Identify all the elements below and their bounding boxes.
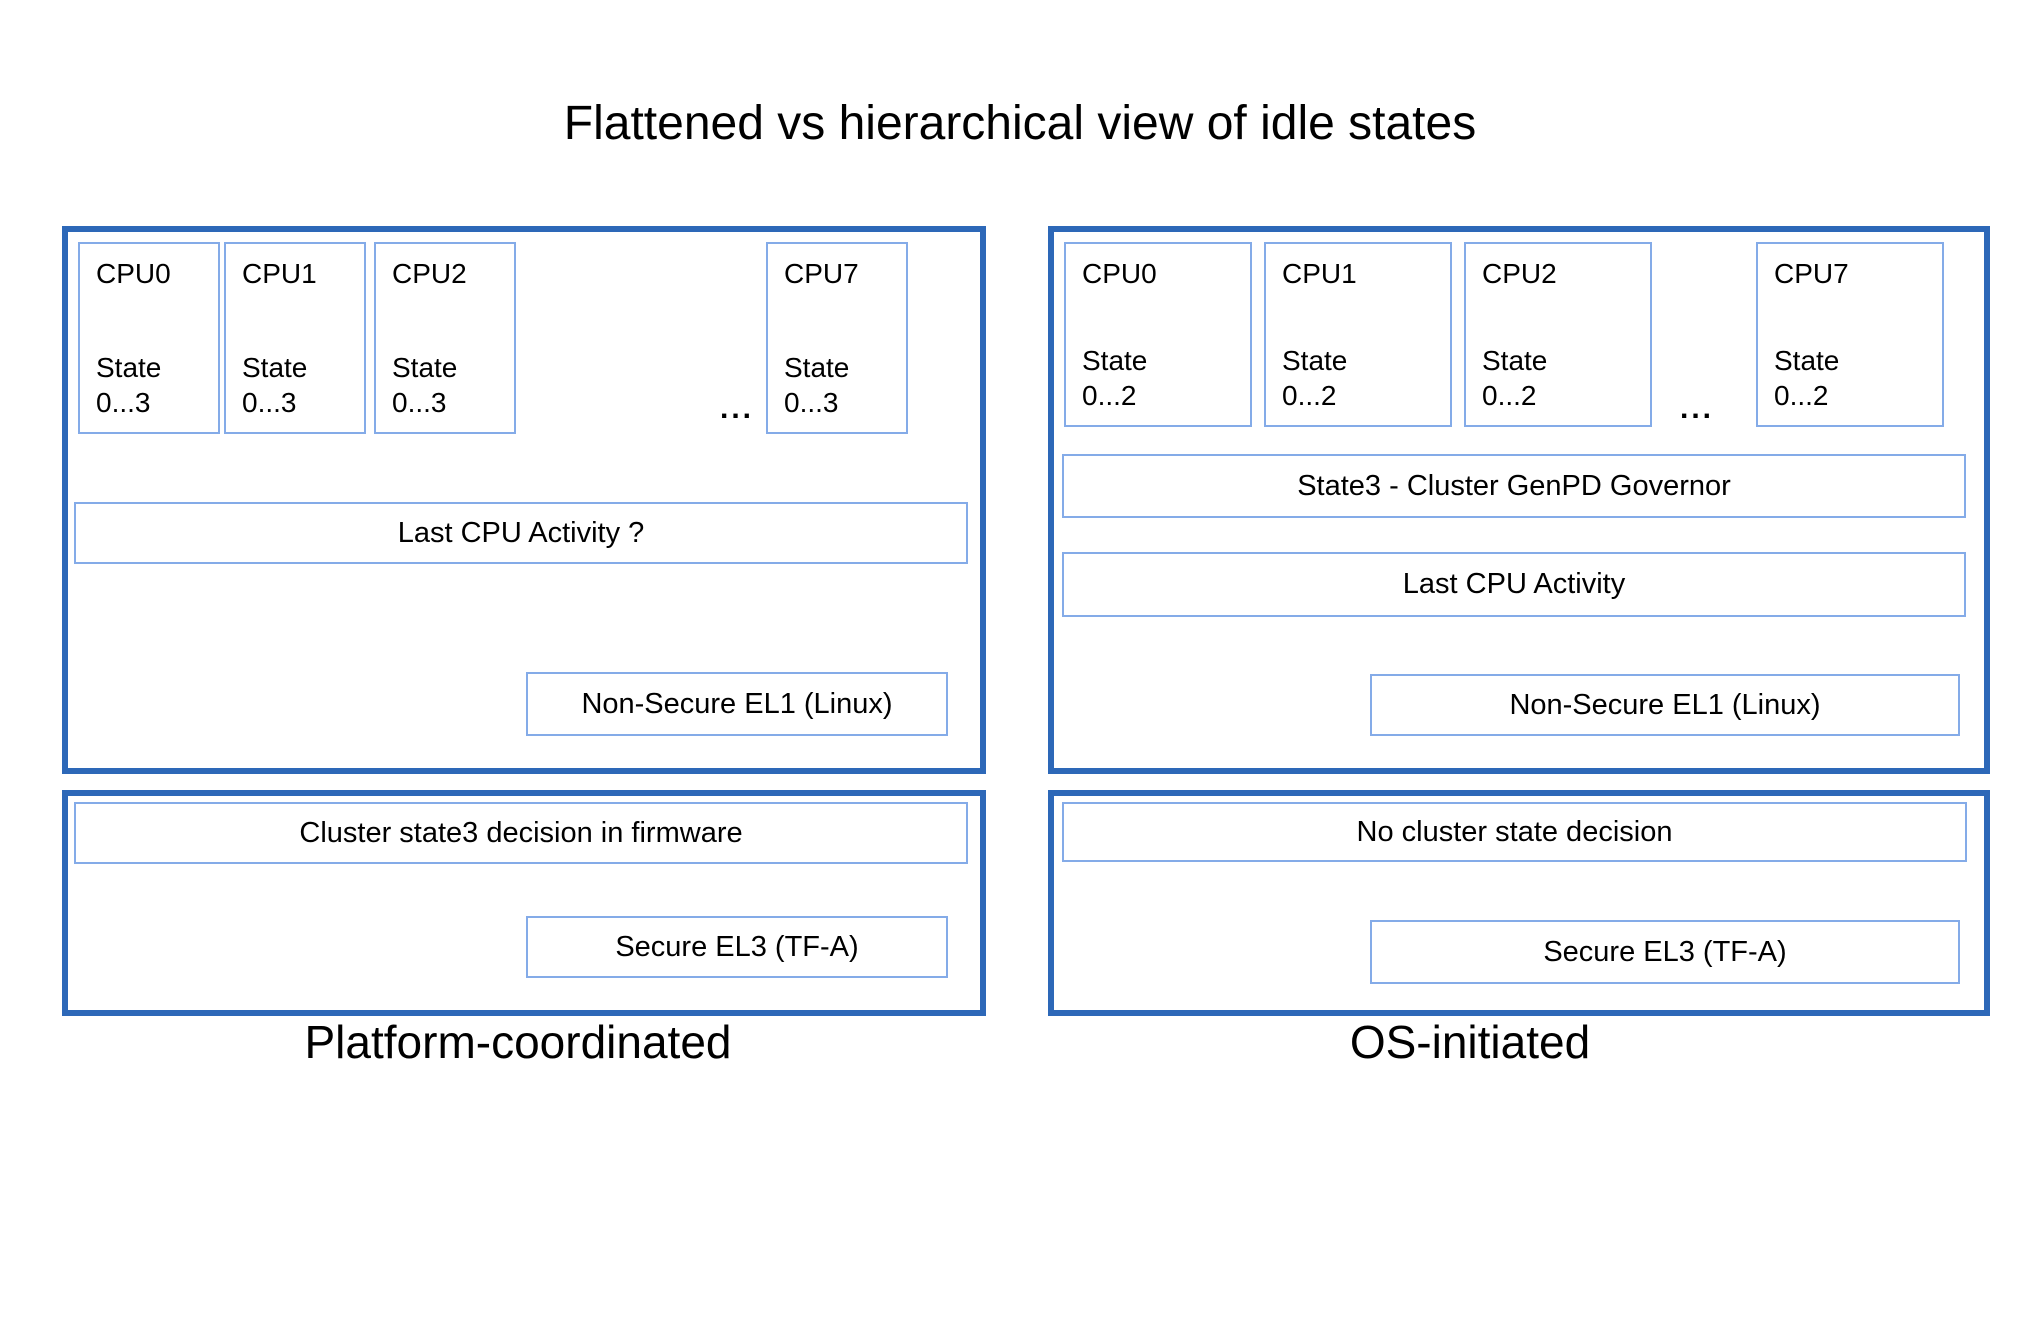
os-initiated-nonsecure-panel: CPU0 State 0...2 CPU1 State 0...2 CPU2 S… (1048, 226, 1990, 774)
osi-cpu7-state-range: 0...2 (1774, 380, 1829, 411)
osi-cpu1-label: CPU1 (1282, 258, 1357, 289)
pc-cpu7-state: State 0...3 (784, 350, 849, 420)
osi-genpd-governor-box: State3 - Cluster GenPD Governor (1062, 454, 1966, 518)
platform-coordinated-secure-panel: Cluster state3 decision in firmware Secu… (62, 790, 986, 1016)
osi-no-cluster-decision-box: No cluster state decision (1062, 802, 1967, 862)
pc-secure-el3-box: Secure EL3 (TF-A) (526, 916, 948, 978)
os-initiated-caption: OS-initiated (1349, 1016, 1591, 1068)
pc-non-secure-el1-box: Non-Secure EL1 (Linux) (526, 672, 948, 736)
osi-cpu-ellipsis: ... (1680, 392, 1715, 425)
osi-cpu2-state: State 0...2 (1482, 343, 1547, 413)
pc-cpu1-label: CPU1 (242, 258, 317, 289)
osi-cpu1-box: CPU1 State 0...2 (1264, 242, 1452, 427)
osi-non-secure-el1-box: Non-Secure EL1 (Linux) (1370, 674, 1960, 736)
osi-cpu7-label: CPU7 (1774, 258, 1849, 289)
osi-cpu2-state-word: State (1482, 345, 1548, 376)
osi-cpu1-state: State 0...2 (1282, 343, 1347, 413)
pc-cpu7-state-range: 0...3 (784, 387, 839, 418)
pc-cpu1-box: CPU1 State 0...3 (224, 242, 366, 434)
osi-cpu7-state-word: State (1774, 345, 1840, 376)
pc-cpu7-box: CPU7 State 0...3 (766, 242, 908, 434)
osi-cpu2-state-range: 0...2 (1482, 380, 1537, 411)
pc-cpu7-state-word: State (784, 352, 850, 383)
osi-last-cpu-activity-box: Last CPU Activity (1062, 552, 1966, 617)
osi-cpu1-state-word: State (1282, 345, 1348, 376)
slide-title: Flattened vs hierarchical view of idle s… (563, 97, 1477, 150)
platform-coordinated-nonsecure-panel: CPU0 State 0...3 CPU1 State 0...3 CPU2 S… (62, 226, 986, 774)
pc-cluster-decision-box: Cluster state3 decision in firmware (74, 802, 968, 864)
os-initiated-secure-panel: No cluster state decision Secure EL3 (TF… (1048, 790, 1990, 1016)
osi-secure-el3-box: Secure EL3 (TF-A) (1370, 920, 1960, 984)
osi-cpu0-box: CPU0 State 0...2 (1064, 242, 1252, 427)
pc-cpu0-state-word: State (96, 352, 162, 383)
pc-cpu1-state-word: State (242, 352, 308, 383)
pc-cpu0-box: CPU0 State 0...3 (78, 242, 220, 434)
pc-cpu1-state: State 0...3 (242, 350, 307, 420)
pc-cpu0-state: State 0...3 (96, 350, 161, 420)
osi-cpu2-box: CPU2 State 0...2 (1464, 242, 1652, 427)
osi-cpu0-state-word: State (1082, 345, 1148, 376)
pc-cpu2-state-word: State (392, 352, 458, 383)
pc-cpu0-label: CPU0 (96, 258, 171, 289)
pc-cpu2-box: CPU2 State 0...3 (374, 242, 516, 434)
osi-cpu7-state: State 0...2 (1774, 343, 1839, 413)
osi-cpu7-box: CPU7 State 0...2 (1756, 242, 1944, 427)
pc-cpu2-state: State 0...3 (392, 350, 457, 420)
pc-last-cpu-activity-box: Last CPU Activity ? (74, 502, 968, 564)
osi-cpu0-state-range: 0...2 (1082, 380, 1137, 411)
osi-cpu0-state: State 0...2 (1082, 343, 1147, 413)
pc-cpu-ellipsis: ... (720, 392, 755, 425)
osi-cpu0-label: CPU0 (1082, 258, 1157, 289)
platform-coordinated-caption: Platform-coordinated (304, 1016, 732, 1068)
pc-cpu7-label: CPU7 (784, 258, 859, 289)
pc-cpu2-state-range: 0...3 (392, 387, 447, 418)
osi-cpu1-state-range: 0...2 (1282, 380, 1337, 411)
osi-cpu2-label: CPU2 (1482, 258, 1557, 289)
pc-cpu2-label: CPU2 (392, 258, 467, 289)
pc-cpu1-state-range: 0...3 (242, 387, 297, 418)
pc-cpu0-state-range: 0...3 (96, 387, 151, 418)
